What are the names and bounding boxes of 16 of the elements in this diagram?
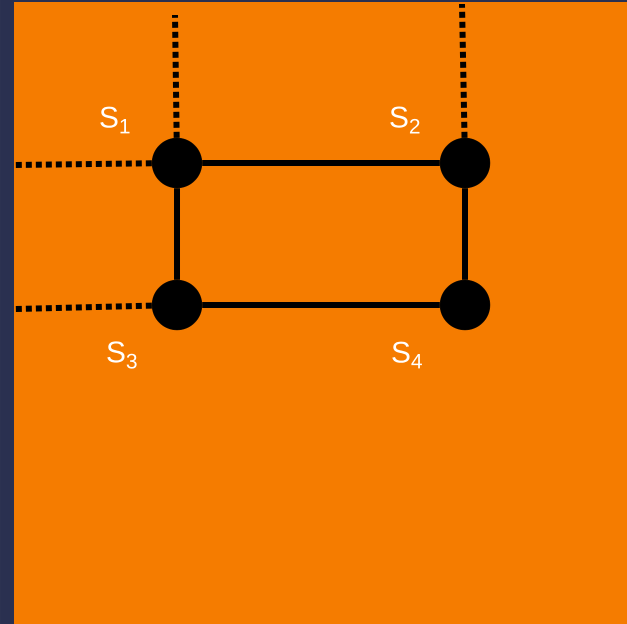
dotted-line (14, 160, 152, 168)
node-label: S$_{2}$ (390, 106, 420, 134)
connector-line (202, 302, 440, 308)
dotted-line (14, 302, 152, 312)
node-label: S$_{4}$ (392, 342, 422, 368)
dotted-line (459, 4, 468, 138)
node-label: S$_{3}$ (107, 341, 137, 369)
connector-line (462, 188, 468, 280)
dotted-line (172, 14, 180, 138)
connector-line (174, 188, 180, 280)
junction-dot (152, 280, 202, 330)
connector-line (202, 160, 440, 166)
junction-dot (440, 138, 490, 188)
junction-dot (152, 138, 202, 188)
junction-dot (440, 280, 490, 330)
node-label: S$_{1}$ (100, 106, 130, 134)
